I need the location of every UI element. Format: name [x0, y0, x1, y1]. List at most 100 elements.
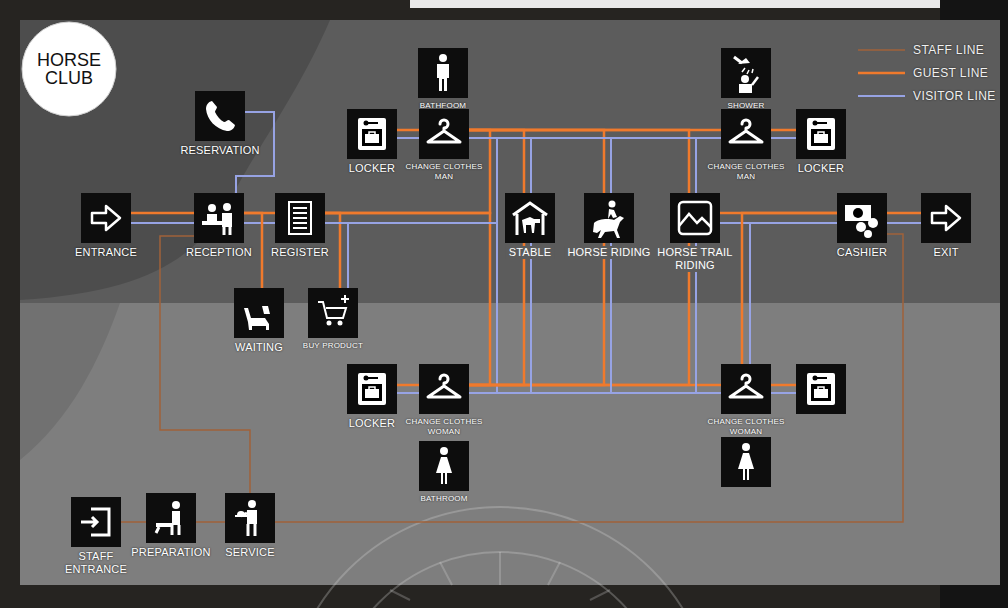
- top-strip: [410, 0, 940, 8]
- icon-glyph: [418, 48, 468, 98]
- icon-glyph: [308, 288, 358, 338]
- icon-label: STAFF ENTRANCE: [64, 550, 128, 576]
- icon-glyph: [419, 364, 469, 414]
- icon-label: PREPARATION: [131, 546, 210, 559]
- staff-line: [160, 236, 250, 493]
- icon-glyph: [347, 364, 397, 414]
- icon-box: EXIT: [921, 193, 971, 243]
- icon-glyph: [347, 109, 397, 159]
- guest-line: [397, 129, 419, 132]
- panel-top: [20, 20, 1000, 303]
- icon-glyph: [721, 48, 771, 98]
- visitor-line: [750, 223, 837, 364]
- icon-box: STAFF ENTRANCE: [71, 497, 121, 547]
- icon-glyph: [505, 193, 555, 243]
- icon-label: LOCKER: [349, 417, 395, 430]
- icon-box: BATHROOM: [419, 441, 469, 491]
- guest-line: [469, 243, 604, 385]
- icon-glyph: [796, 109, 846, 159]
- icon-label: REGISTER: [271, 246, 329, 259]
- icon-label: CHANGE CLOTHES MAN: [704, 162, 788, 181]
- icon-box: CHANGE CLOTHES MAN: [721, 109, 771, 159]
- icon-box: PREPARATION: [146, 493, 196, 543]
- icon-glyph: [146, 493, 196, 543]
- locker-icon: [796, 364, 846, 414]
- guest-line: [469, 130, 524, 193]
- visitor-line: [469, 243, 531, 393]
- guest-line: [469, 130, 689, 193]
- visitor-line: [469, 138, 611, 193]
- guest-line: [469, 130, 604, 193]
- horse-silhouette: [20, 303, 120, 460]
- icon-glyph: [275, 193, 325, 243]
- logo-circle-shape: [22, 22, 116, 116]
- icon-box: CASHIER: [837, 193, 887, 243]
- visitor-line: [469, 243, 611, 393]
- legend-sample-visitor: [858, 95, 905, 97]
- icon-box: RESERVATION: [195, 91, 245, 141]
- logo-text: HORSE CLUB: [34, 51, 104, 87]
- icon-box: LOCKER: [347, 364, 397, 414]
- icon-box: BATHFOOM: [418, 48, 468, 98]
- icon-label: BUY PRODUCT: [303, 341, 363, 351]
- horse-silhouette: [20, 20, 330, 300]
- icon-glyph: [81, 193, 131, 243]
- guest-line: [742, 213, 837, 364]
- icon-glyph: [921, 193, 971, 243]
- icon-label: STABLE: [506, 246, 555, 259]
- icon-glyph: [837, 193, 887, 243]
- icon-label: CASHIER: [837, 246, 887, 259]
- visitor-wire: [771, 392, 796, 394]
- guest-line: [469, 243, 524, 385]
- icon-glyph: [234, 288, 284, 338]
- emblem-watermark: [390, 552, 610, 600]
- icon-box: ENTRANCE: [81, 193, 131, 243]
- staff-line: [121, 521, 146, 523]
- icon-label: HORSE TRAIL RIDING: [652, 246, 738, 272]
- visitor-line: [244, 222, 275, 224]
- icon-box: CHANGE CLOTHES WOMAN: [721, 364, 771, 414]
- guest-line: [397, 384, 419, 387]
- icon-glyph: [721, 364, 771, 414]
- guest-line: [887, 212, 921, 215]
- locker-icon: [807, 373, 835, 405]
- icon-box: BUY PRODUCT: [308, 288, 358, 338]
- icon-box: RECEPTION: [194, 193, 244, 243]
- icon-glyph: [670, 193, 720, 243]
- icon-label: RECEPTION: [186, 246, 252, 259]
- legend-sample-guest: [858, 72, 905, 75]
- icon-glyph: [419, 109, 469, 159]
- icon-glyph: [195, 91, 245, 141]
- icon-label: CHANGE CLOTHES MAN: [402, 162, 486, 181]
- guest-line: [771, 129, 796, 132]
- icon-box: REGISTER: [275, 193, 325, 243]
- icon-label: SERVICE: [225, 546, 275, 559]
- legend-sample-staff: [858, 49, 905, 51]
- icon-box: LOCKER: [347, 109, 397, 159]
- icon-label: RESERVATION: [180, 144, 259, 157]
- visitor-line: [131, 222, 194, 224]
- emblem-watermark: [330, 552, 670, 608]
- icon-box: STABLE: [505, 193, 555, 243]
- guest-line: [469, 384, 721, 387]
- panel-bottom: [20, 303, 1000, 585]
- logo-circle: HORSE CLUB: [21, 21, 117, 117]
- visitor-line: [397, 392, 419, 394]
- icon-box: CHANGE CLOTHES WOMAN: [419, 364, 469, 414]
- visitor-line: [771, 137, 796, 139]
- icon-label: EXIT: [933, 246, 958, 259]
- icon-label: HORSE RIDING: [564, 246, 653, 259]
- icon-glyph: [584, 193, 634, 243]
- legend-label: GUEST LINE: [913, 66, 988, 80]
- icon-label: CHANGE CLOTHES WOMAN: [704, 417, 788, 436]
- icon-label: LOCKER: [798, 162, 844, 175]
- visitor-line: [397, 137, 419, 139]
- visitor-line: [469, 137, 721, 139]
- icon-glyph: [721, 109, 771, 159]
- icon-box: WAITING: [234, 288, 284, 338]
- icon-label: LOCKER: [349, 162, 395, 175]
- icon-box: CHANGE CLOTHES MAN: [419, 109, 469, 159]
- icon-box: SERVICE: [225, 493, 275, 543]
